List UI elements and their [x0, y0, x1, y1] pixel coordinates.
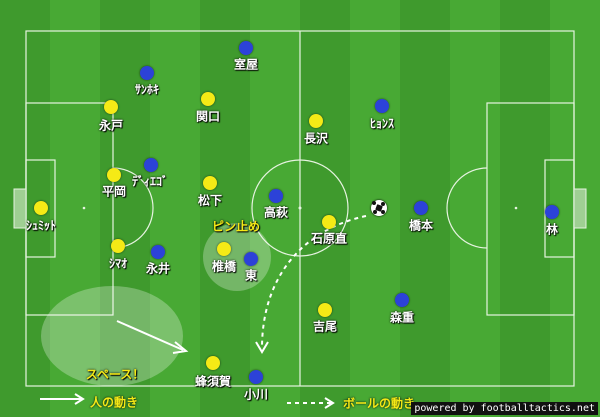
player-shimao[interactable] [111, 239, 125, 253]
player-hyonsu[interactable] [375, 99, 389, 113]
space-annotation: スペース！ [85, 367, 145, 382]
left-goal [13, 188, 27, 229]
player-sekiguchi[interactable] [201, 92, 215, 106]
soccer-ball-icon[interactable] [371, 200, 387, 216]
label-schmidt: ｼｭﾐｯﾄ [25, 218, 57, 233]
label-sanuki: ｻﾝﾎｷ [134, 82, 160, 97]
label-matsushita: 松下 [197, 193, 223, 208]
player-ishiharanao[interactable] [322, 215, 336, 229]
label-takahagi: 高萩 [263, 205, 289, 220]
player-schmidt[interactable] [34, 201, 48, 215]
right-penalty-spot [514, 206, 518, 210]
player-hiraoka[interactable] [107, 168, 121, 182]
player-hachisuka[interactable] [206, 356, 220, 370]
credit-link[interactable]: powered by footballtactics.net [411, 402, 598, 415]
label-hashimoto: 橋本 [408, 218, 434, 233]
label-yoshio: 吉尾 [312, 319, 338, 334]
player-matsushita[interactable] [203, 176, 217, 190]
player-yoshio[interactable] [318, 303, 332, 317]
pin-highlight [203, 223, 271, 291]
space-highlight [41, 286, 183, 386]
label-shimao: ｼﾏｵ [108, 256, 128, 271]
label-nagai: 永井 [145, 261, 171, 276]
label-hiraoka: 平岡 [101, 184, 127, 199]
left-penalty-arc [112, 167, 154, 249]
player-diego[interactable] [144, 158, 158, 172]
label-diego: ﾃﾞｨｴｺﾞ [131, 174, 169, 189]
center-spot [298, 206, 302, 210]
label-ishiharanao: 石原直 [310, 231, 348, 246]
player-nagato[interactable] [104, 100, 118, 114]
label-muroya: 室屋 [233, 57, 259, 72]
player-ogawa[interactable] [249, 370, 263, 384]
player-sanuki[interactable] [140, 66, 154, 80]
right-penalty-area [486, 102, 575, 316]
ball-arrow-head [255, 341, 269, 354]
label-azuma: 東 [244, 268, 258, 283]
label-hyonsu: ﾋｮﾝｽ [369, 116, 395, 131]
label-hachisuka: 蜂須賀 [194, 374, 232, 389]
player-muroya[interactable] [239, 41, 253, 55]
player-hayashi[interactable] [545, 205, 559, 219]
player-shiihashi[interactable] [217, 242, 231, 256]
legend-ball-arrow-head [324, 397, 335, 409]
label-shiihashi: 椎橋 [211, 259, 237, 274]
left-penalty-spot [82, 206, 86, 210]
label-ogawa: 小川 [243, 387, 269, 402]
label-hayashi: 林 [545, 222, 559, 237]
player-azuma[interactable] [244, 252, 258, 266]
legend-ball-movement: ボールの動き [343, 396, 416, 411]
pin-stop-annotation: ピン止め [211, 219, 261, 234]
label-morishige: 森重 [389, 310, 415, 325]
player-nagasawa[interactable] [309, 114, 323, 128]
legend-person-movement: 人の動き [90, 395, 139, 410]
person-arrow-head [172, 341, 189, 354]
person-movement-arrow [116, 320, 184, 351]
label-sekiguchi: 関口 [195, 109, 221, 124]
player-hashimoto[interactable] [414, 201, 428, 215]
center-circle [251, 159, 349, 257]
player-takahagi[interactable] [269, 189, 283, 203]
label-nagasawa: 長沢 [303, 131, 329, 146]
right-goal [573, 188, 587, 229]
ball-movement-arrow [261, 215, 367, 349]
player-morishige[interactable] [395, 293, 409, 307]
legend-person-arrow-head [74, 393, 85, 405]
label-nagato: 永戸 [98, 118, 124, 133]
player-nagai[interactable] [151, 245, 165, 259]
right-penalty-arc [446, 167, 488, 249]
